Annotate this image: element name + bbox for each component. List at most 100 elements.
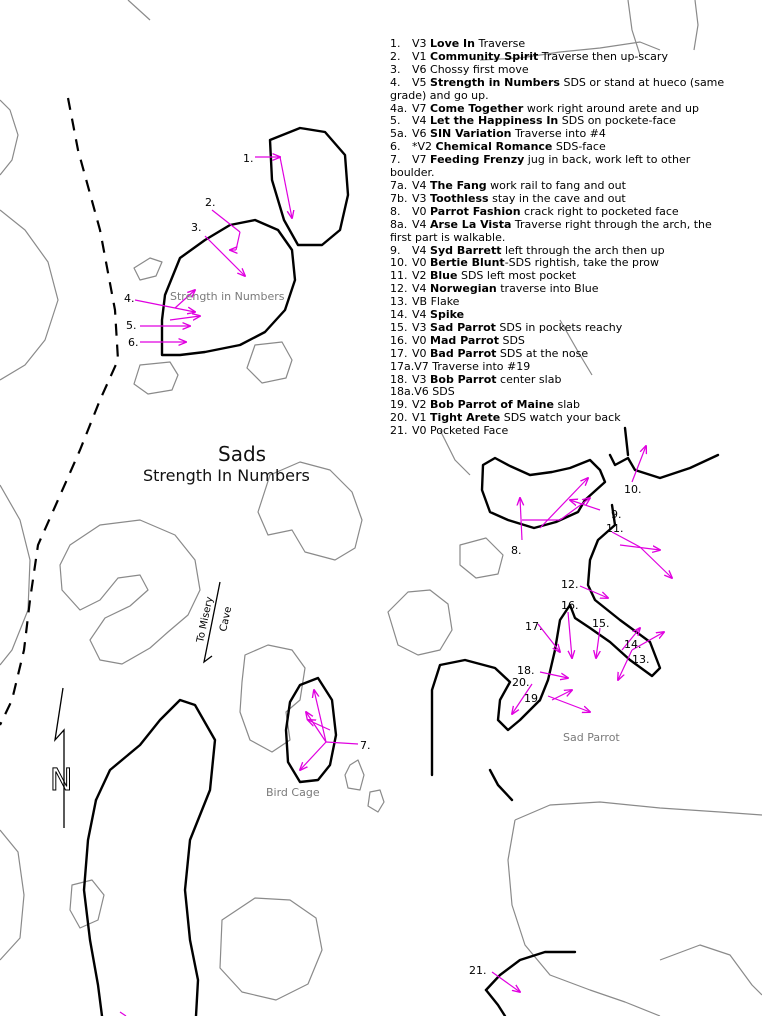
problem-number: 11. — [390, 269, 408, 283]
problem-grade: V7 — [414, 359, 429, 373]
problem-item: 7b.V3 Toothless stay in the cave and out — [390, 191, 735, 206]
problem-description: SDS in pockets reachy — [495, 320, 623, 334]
problem-name: Strength in Numbers — [430, 75, 560, 89]
problem-item: 7.V7 Feeding Frenzy jug in back, work le… — [390, 153, 735, 180]
problem-description: Traverse into #4 — [511, 127, 606, 141]
problem-description: SDS watch your back — [500, 411, 621, 425]
map-label-12: 12. — [561, 578, 579, 591]
problem-number: 21. — [390, 424, 408, 438]
problem-item: 11.V2 Blue SDS left most pocket — [390, 269, 735, 283]
problem-description: SDS-face — [552, 140, 606, 154]
problem-name: Parrot Fashion — [430, 204, 521, 218]
problem-name: Spike — [430, 308, 465, 322]
map-label-17: 17. — [525, 620, 543, 633]
problem-description: Traverse right through the arch, the fir… — [390, 217, 712, 244]
problem-name: Bertie Blunt — [430, 256, 505, 270]
problem-description: SDS — [432, 385, 455, 399]
problem-description: SDS at the nose — [496, 346, 589, 360]
map-label-13: 13. — [632, 653, 650, 666]
problem-name: Tight Arete — [430, 411, 501, 425]
problem-item: 17a.V7 Traverse into #19 — [390, 359, 735, 374]
problem-name: Syd Barrett — [430, 243, 502, 257]
map-label-7: 7. — [360, 739, 371, 752]
route-arrows — [119, 157, 672, 1016]
map-label-15: 15. — [592, 617, 610, 630]
problem-grade: V6 — [414, 385, 429, 399]
problem-grade: V3 — [412, 37, 427, 50]
problem-item: 17.V0 Bad Parrot SDS at the nose — [390, 346, 735, 361]
problem-name: Toothless — [430, 191, 489, 205]
problem-description: center slab — [496, 372, 562, 386]
problem-grade: V0 — [412, 424, 427, 438]
problem-item: 18.V3 Bob Parrot center slab — [390, 372, 735, 387]
problem-name: Blue — [430, 269, 458, 283]
problem-number: 4a. — [390, 101, 408, 115]
problem-description: work right around arete and up — [523, 101, 699, 115]
problem-name: Love In — [430, 37, 475, 50]
map-label-21: 21. — [469, 964, 487, 977]
problem-item: 4a.V7 Come Together work right around ar… — [390, 101, 735, 116]
problem-number: 8. — [390, 204, 401, 218]
problem-description: left through the arch then up — [501, 243, 665, 257]
boulder-outlines — [82, 126, 720, 1016]
problem-description: SDS on pockete-face — [558, 114, 676, 128]
problem-description: Traverse then up-scary — [538, 49, 668, 63]
problem-number: 17a. — [390, 359, 415, 373]
problem-description: jug in back, work left to other boulder. — [390, 153, 691, 180]
problem-item: 12.V4 Norwegian traverse into Blue — [390, 282, 735, 296]
problem-grade: V4 — [412, 114, 427, 128]
problem-grade: V6 — [412, 127, 427, 141]
problem-number: 5a. — [390, 127, 408, 141]
problem-item: 10.V0 Bertie Blunt-SDS rightish, take th… — [390, 256, 735, 270]
problem-description: Chossy first move — [430, 62, 529, 76]
map-label-18: 18. — [517, 664, 535, 677]
map-label-10: 10. — [624, 483, 642, 496]
map-label-4: 4. — [124, 292, 135, 305]
problem-number: 17. — [390, 346, 408, 360]
problem-name: Mad Parrot — [430, 333, 499, 347]
trail-dashed — [0, 97, 120, 726]
problem-grade: V7 — [412, 101, 427, 115]
problem-item: 16.V0 Mad Parrot SDS — [390, 333, 735, 348]
area-label-strength: Strength in Numbers — [170, 290, 285, 303]
problem-item: 8a.V4 Arse La Vista Traverse right throu… — [390, 217, 735, 245]
problem-number: 20. — [390, 411, 408, 425]
problem-name: Community Spirit — [430, 49, 539, 63]
problem-item: 5a.V6 SIN Variation Traverse into #4 — [390, 127, 735, 141]
problem-item: 19.V2 Bob Parrot of Maine slab — [390, 398, 735, 412]
problem-number: 2. — [390, 49, 401, 63]
problem-grade: V4 — [412, 178, 427, 192]
problem-name: Chemical Romance — [435, 140, 553, 154]
problem-name: Bob Parrot — [430, 372, 497, 386]
problem-description: -SDS rightish, take the prow — [504, 256, 660, 270]
map-label-8: 8. — [511, 544, 522, 557]
problem-item: 21.V0 Pocketed Face — [390, 424, 735, 438]
problem-description: stay in the cave and out — [488, 191, 626, 205]
problem-item: 5.V4 Let the Happiness In SDS on pockete… — [390, 114, 735, 128]
problem-grade: V2 — [412, 398, 427, 412]
problem-item: 18a.V6 SDS — [390, 386, 735, 399]
problem-item: 7a.V4 The Fang work rail to fang and out — [390, 178, 735, 193]
trail-sign: To Misery Cave — [195, 581, 234, 664]
problem-description: Traverse into #19 — [432, 359, 531, 373]
area-label-sad-parrot: Sad Parrot — [563, 731, 620, 744]
problem-grade: V6 — [412, 62, 427, 76]
problem-description: slab — [553, 398, 580, 412]
problem-number: 7b. — [390, 191, 408, 205]
map-label-14: 14. — [624, 638, 642, 651]
problem-grade: V4 — [412, 243, 427, 257]
problem-number: 16. — [390, 333, 408, 347]
problem-description: work rail to fang and out — [486, 178, 626, 192]
problem-number: 18a. — [390, 385, 415, 399]
problem-grade: V3 — [412, 320, 427, 334]
map-label-1: 1. — [243, 152, 254, 165]
north-label: N — [50, 763, 72, 798]
problem-grade: V5 — [412, 75, 427, 89]
map-subtitle: Strength In Numbers — [143, 466, 310, 485]
map-label-19: 19. — [524, 692, 542, 705]
problem-description: Flake — [430, 295, 460, 309]
problem-item: 1.V3 Love In Traverse — [390, 37, 735, 51]
